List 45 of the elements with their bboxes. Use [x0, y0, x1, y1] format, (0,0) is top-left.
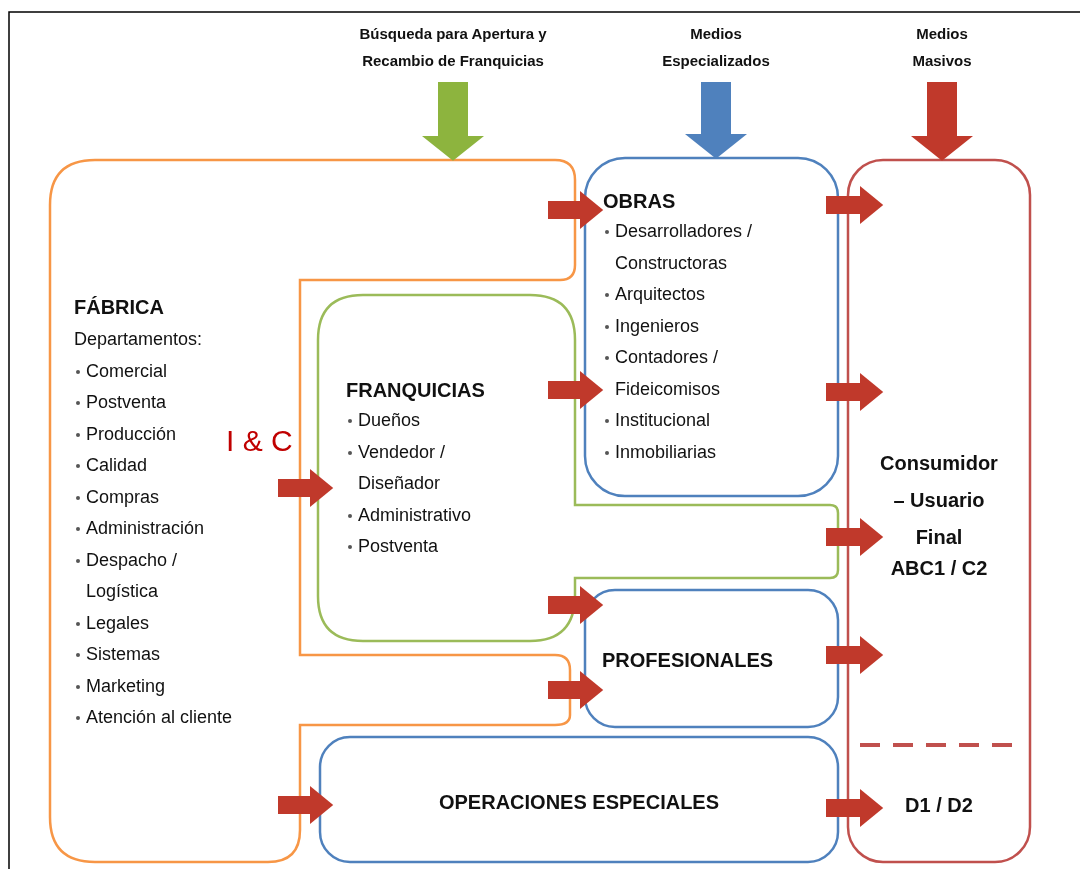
list-item: Inmobiliarias	[603, 436, 773, 468]
block-arrow	[826, 518, 884, 556]
block-arrow	[548, 191, 604, 229]
segment-code: ABC1 / C2	[889, 556, 989, 581]
list-item: Sistemas	[74, 639, 239, 671]
list-item: Comercial	[74, 355, 239, 387]
list-item: Marketing	[74, 670, 239, 702]
block-arrow	[278, 786, 334, 824]
block-arrow	[548, 671, 604, 709]
channel-label: Búsqueda para Apertura y Recambio de Franquicias	[358, 24, 548, 71]
list-item: Desarrolladores / Constructoras	[603, 216, 773, 279]
list-item: Administración	[74, 513, 239, 545]
list-item: Atención al cliente	[74, 702, 239, 734]
subheading: Departamentos:	[74, 328, 204, 351]
block-arrow	[826, 789, 884, 827]
heading: OPERACIONES ESPECIALES	[437, 790, 721, 815]
block-arrow	[685, 82, 747, 159]
block-arrow	[548, 586, 604, 624]
list-item: Vendedor / Diseñador	[346, 436, 496, 500]
heading: PROFESIONALES	[602, 648, 775, 673]
block-arrow	[278, 469, 334, 507]
heading: FRANQUICIAS	[346, 378, 486, 403]
list-item: Compras	[74, 481, 239, 513]
list-item: Ingenieros	[603, 310, 773, 342]
block-arrow	[826, 373, 884, 411]
heading: FÁBRICA	[74, 295, 165, 320]
list-item: Contadores / Fideicomisos	[603, 342, 773, 405]
segment-title: Consumidor – Usuario Final	[879, 451, 999, 550]
list-item: Institucional	[603, 405, 773, 437]
block-arrow	[826, 636, 884, 674]
list-item: Postventa	[74, 387, 239, 419]
channel-label: Medios Especializados	[661, 24, 771, 71]
segment-code: D1 / D2	[904, 793, 974, 818]
block-arrow	[911, 82, 973, 161]
list-item: Administrativo	[346, 499, 496, 531]
channel-label: Medios Masivos	[911, 24, 973, 71]
block-arrow	[548, 371, 604, 409]
heading: OBRAS	[603, 189, 677, 214]
list-item: Arquitectos	[603, 279, 773, 311]
list-item: Dueños	[346, 405, 496, 437]
list-item: Legales	[74, 607, 239, 639]
list-item: Postventa	[346, 531, 496, 563]
list-item: Despacho / Logística	[74, 544, 239, 608]
block-arrow	[422, 82, 484, 161]
block-arrow	[826, 186, 884, 224]
